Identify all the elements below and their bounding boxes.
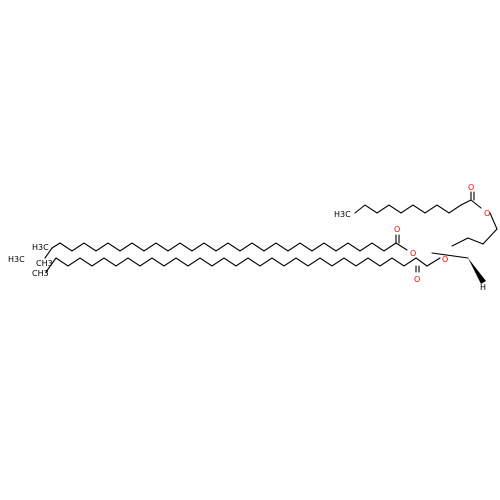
octanoyl-chain bbox=[354, 191, 482, 214]
stereo-hydrogen: H bbox=[480, 283, 486, 292]
methyl-label-top: H3C bbox=[334, 210, 351, 219]
atom-labels: H3C H3C CH3 H3C CH3 O O O O O O H bbox=[8, 183, 490, 292]
oxygen-link-2: O bbox=[410, 249, 416, 258]
methyl-label-c: H3C bbox=[8, 255, 25, 264]
methyl-label-a: H3C bbox=[32, 243, 49, 252]
oxygen-carbonyl-1: O bbox=[468, 183, 474, 192]
oxygen-link-3: O bbox=[442, 255, 448, 264]
glycerol-backbone bbox=[431, 212, 498, 284]
oxygen-carbonyl-3: O bbox=[414, 275, 420, 284]
long-chain-a bbox=[44, 234, 408, 259]
oxygen-link-1: O bbox=[484, 209, 490, 218]
methyl-label-d: CH3 bbox=[32, 269, 49, 278]
methyl-label-b: CH3 bbox=[36, 259, 53, 268]
oxygen-carbonyl-2: O bbox=[394, 225, 400, 234]
long-chain-b bbox=[45, 257, 441, 273]
